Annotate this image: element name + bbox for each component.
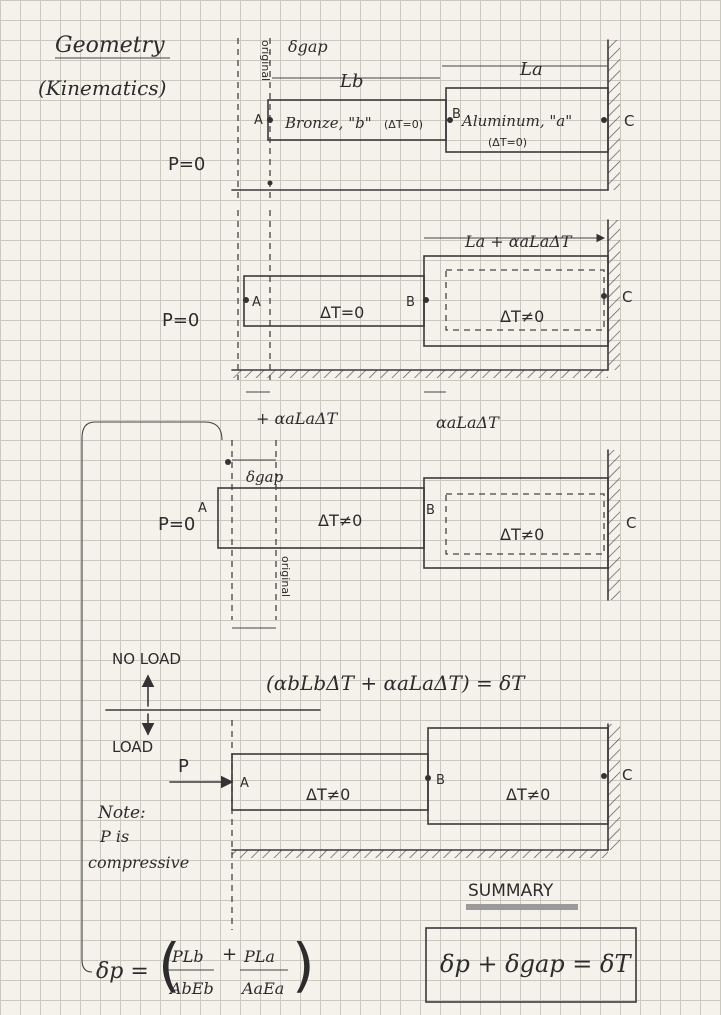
C-label-1: C [624, 112, 634, 130]
summary-title: SUMMARY [468, 881, 554, 901]
point-C-1 [601, 117, 607, 123]
bronze-label: Bronze, "b" [284, 114, 372, 132]
dT-nonzero-label-3b: ΔT≠0 [500, 525, 544, 544]
P-zero-label-3: P=0 [158, 514, 195, 535]
point-A-1 [267, 117, 273, 123]
A-label-2: A [252, 295, 261, 310]
delta-p-formula: δp = ( PLb AbEb + PLa AaEa ) [96, 931, 315, 999]
frac2-num: PLa [243, 947, 275, 966]
point-B-4 [425, 775, 431, 781]
B-label-1: B [452, 107, 461, 122]
A-label-3: A [198, 501, 207, 516]
original-label-1: original [259, 40, 272, 81]
alpha-a-label: αaLaΔT [436, 413, 500, 432]
panel-3: δgap A B C ΔT≠0 ΔT≠0 P=0 original (αbLbΔ… [158, 440, 636, 695]
point-B-2 [423, 297, 429, 303]
panel-1: original δgap Lb La A B C Bronze, "b" (Δ… [168, 37, 634, 200]
original-label-3: original [279, 556, 292, 597]
aluminum-original-2 [445, 269, 605, 331]
wall-hatch-1 [608, 40, 620, 190]
summary-underline [466, 904, 578, 910]
point-C-2 [601, 293, 607, 299]
C-label-4: C [622, 766, 632, 784]
floor-hatch-4 [232, 850, 608, 858]
C-label-3: C [626, 514, 636, 532]
summary: SUMMARY δp + δgap = δT [425, 881, 637, 1003]
connector-line [81, 421, 223, 973]
wall-hatch-3 [608, 450, 620, 600]
gap-dot-1 [267, 180, 273, 186]
gap-dot-3 [225, 459, 231, 465]
panel-2: La + αaLaΔT A B C ΔT=0 ΔT≠0 P=0 + αaLaΔT… [162, 210, 632, 432]
A-label-1: A [254, 113, 263, 128]
delta-p-label: δp = [96, 959, 149, 984]
plus-alpha-label: + αaLaΔT [256, 409, 339, 428]
load-label: LOAD [112, 738, 153, 756]
dT-zero-small-1: (ΔT=0) [384, 118, 423, 131]
aluminum-bar-3 [423, 477, 609, 569]
aluminum-label: Aluminum, "a" [460, 112, 572, 130]
frac1-den: AbEb [168, 979, 214, 998]
La-expanded-label: La + αaLaΔT [464, 232, 573, 251]
dT-nonzero-label-2: ΔT≠0 [500, 307, 544, 326]
P-label: P [178, 756, 189, 777]
wall-hatch-2 [608, 220, 620, 370]
close-paren: ) [292, 931, 315, 999]
B-label-2: B [406, 295, 415, 310]
summary-box [425, 927, 637, 1003]
delta-gap-label-3: δgap [246, 468, 284, 486]
dT-nonzero-label-3a: ΔT≠0 [318, 511, 362, 530]
no-load-label: NO LOAD [112, 650, 181, 668]
frac1-num: PLb [171, 947, 204, 966]
A-label-4: A [240, 776, 249, 791]
point-C-4 [601, 773, 607, 779]
panel-4: P A B C ΔT≠0 ΔT≠0 Note: P is compressive [88, 720, 632, 930]
delta-gap-label-1: δgap [288, 37, 328, 56]
note-line-2: P is [99, 827, 129, 846]
dT-zero-small-2: (ΔT=0) [488, 136, 527, 149]
La-label: La [519, 59, 543, 80]
floor-hatch-2 [232, 370, 608, 378]
B-label-3: B [426, 503, 435, 518]
thermal-eq: (αbLbΔT + αaLaΔT) = δT [266, 671, 526, 695]
frac2-den: AaEa [240, 979, 284, 998]
note-line-3: compressive [88, 853, 189, 872]
point-B-1 [447, 117, 453, 123]
dT-nonzero-label-4a: ΔT≠0 [306, 785, 350, 804]
aluminum-bar-1 [445, 87, 609, 153]
note-line-1: Note: [97, 803, 146, 823]
B-label-4: B [436, 773, 445, 788]
wall-hatch-4 [608, 724, 620, 850]
Lb-label: Lb [339, 71, 363, 92]
dT-zero-label-2: ΔT=0 [320, 303, 364, 322]
point-A-2 [243, 297, 249, 303]
P-zero-label-1: P=0 [168, 154, 205, 175]
C-label-2: C [622, 288, 632, 306]
P-zero-label-2: P=0 [162, 310, 199, 331]
summary-equation: δp + δgap = δT [440, 950, 632, 978]
subtitle: (Kinematics) [38, 76, 166, 100]
plus-sign: + [222, 944, 237, 965]
dT-nonzero-label-4b: ΔT≠0 [506, 785, 550, 804]
load-divider: NO LOAD LOAD [105, 650, 321, 756]
open-paren: ( [158, 931, 181, 999]
title: Geometry [55, 33, 165, 58]
aluminum-bar-4 [427, 727, 609, 825]
aluminum-original-3 [445, 493, 605, 555]
